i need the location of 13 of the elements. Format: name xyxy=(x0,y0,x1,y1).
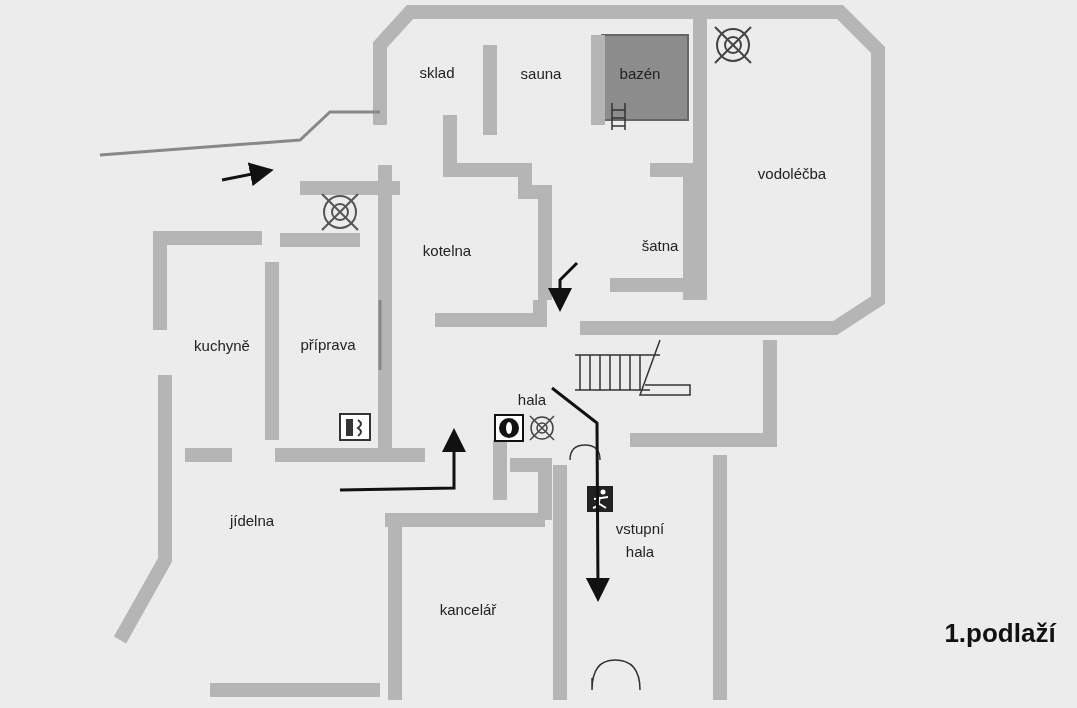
room-label: vodoléčba xyxy=(757,163,827,184)
room-label: hala xyxy=(517,389,547,410)
room-label: sklad xyxy=(419,62,455,83)
room-label: bazén xyxy=(619,63,661,84)
room-label: jídelna xyxy=(229,510,275,531)
room-label: šatna xyxy=(641,235,679,256)
floor-label: 1.podlaží xyxy=(944,616,1056,650)
room-label: vstupní hala xyxy=(614,518,666,561)
room-label: kotelna xyxy=(422,240,472,261)
room-label: kuchyně xyxy=(194,335,250,356)
room-label: sauna xyxy=(520,63,562,84)
room-label: kancelář xyxy=(439,599,497,620)
room-label: příprava xyxy=(300,334,356,355)
